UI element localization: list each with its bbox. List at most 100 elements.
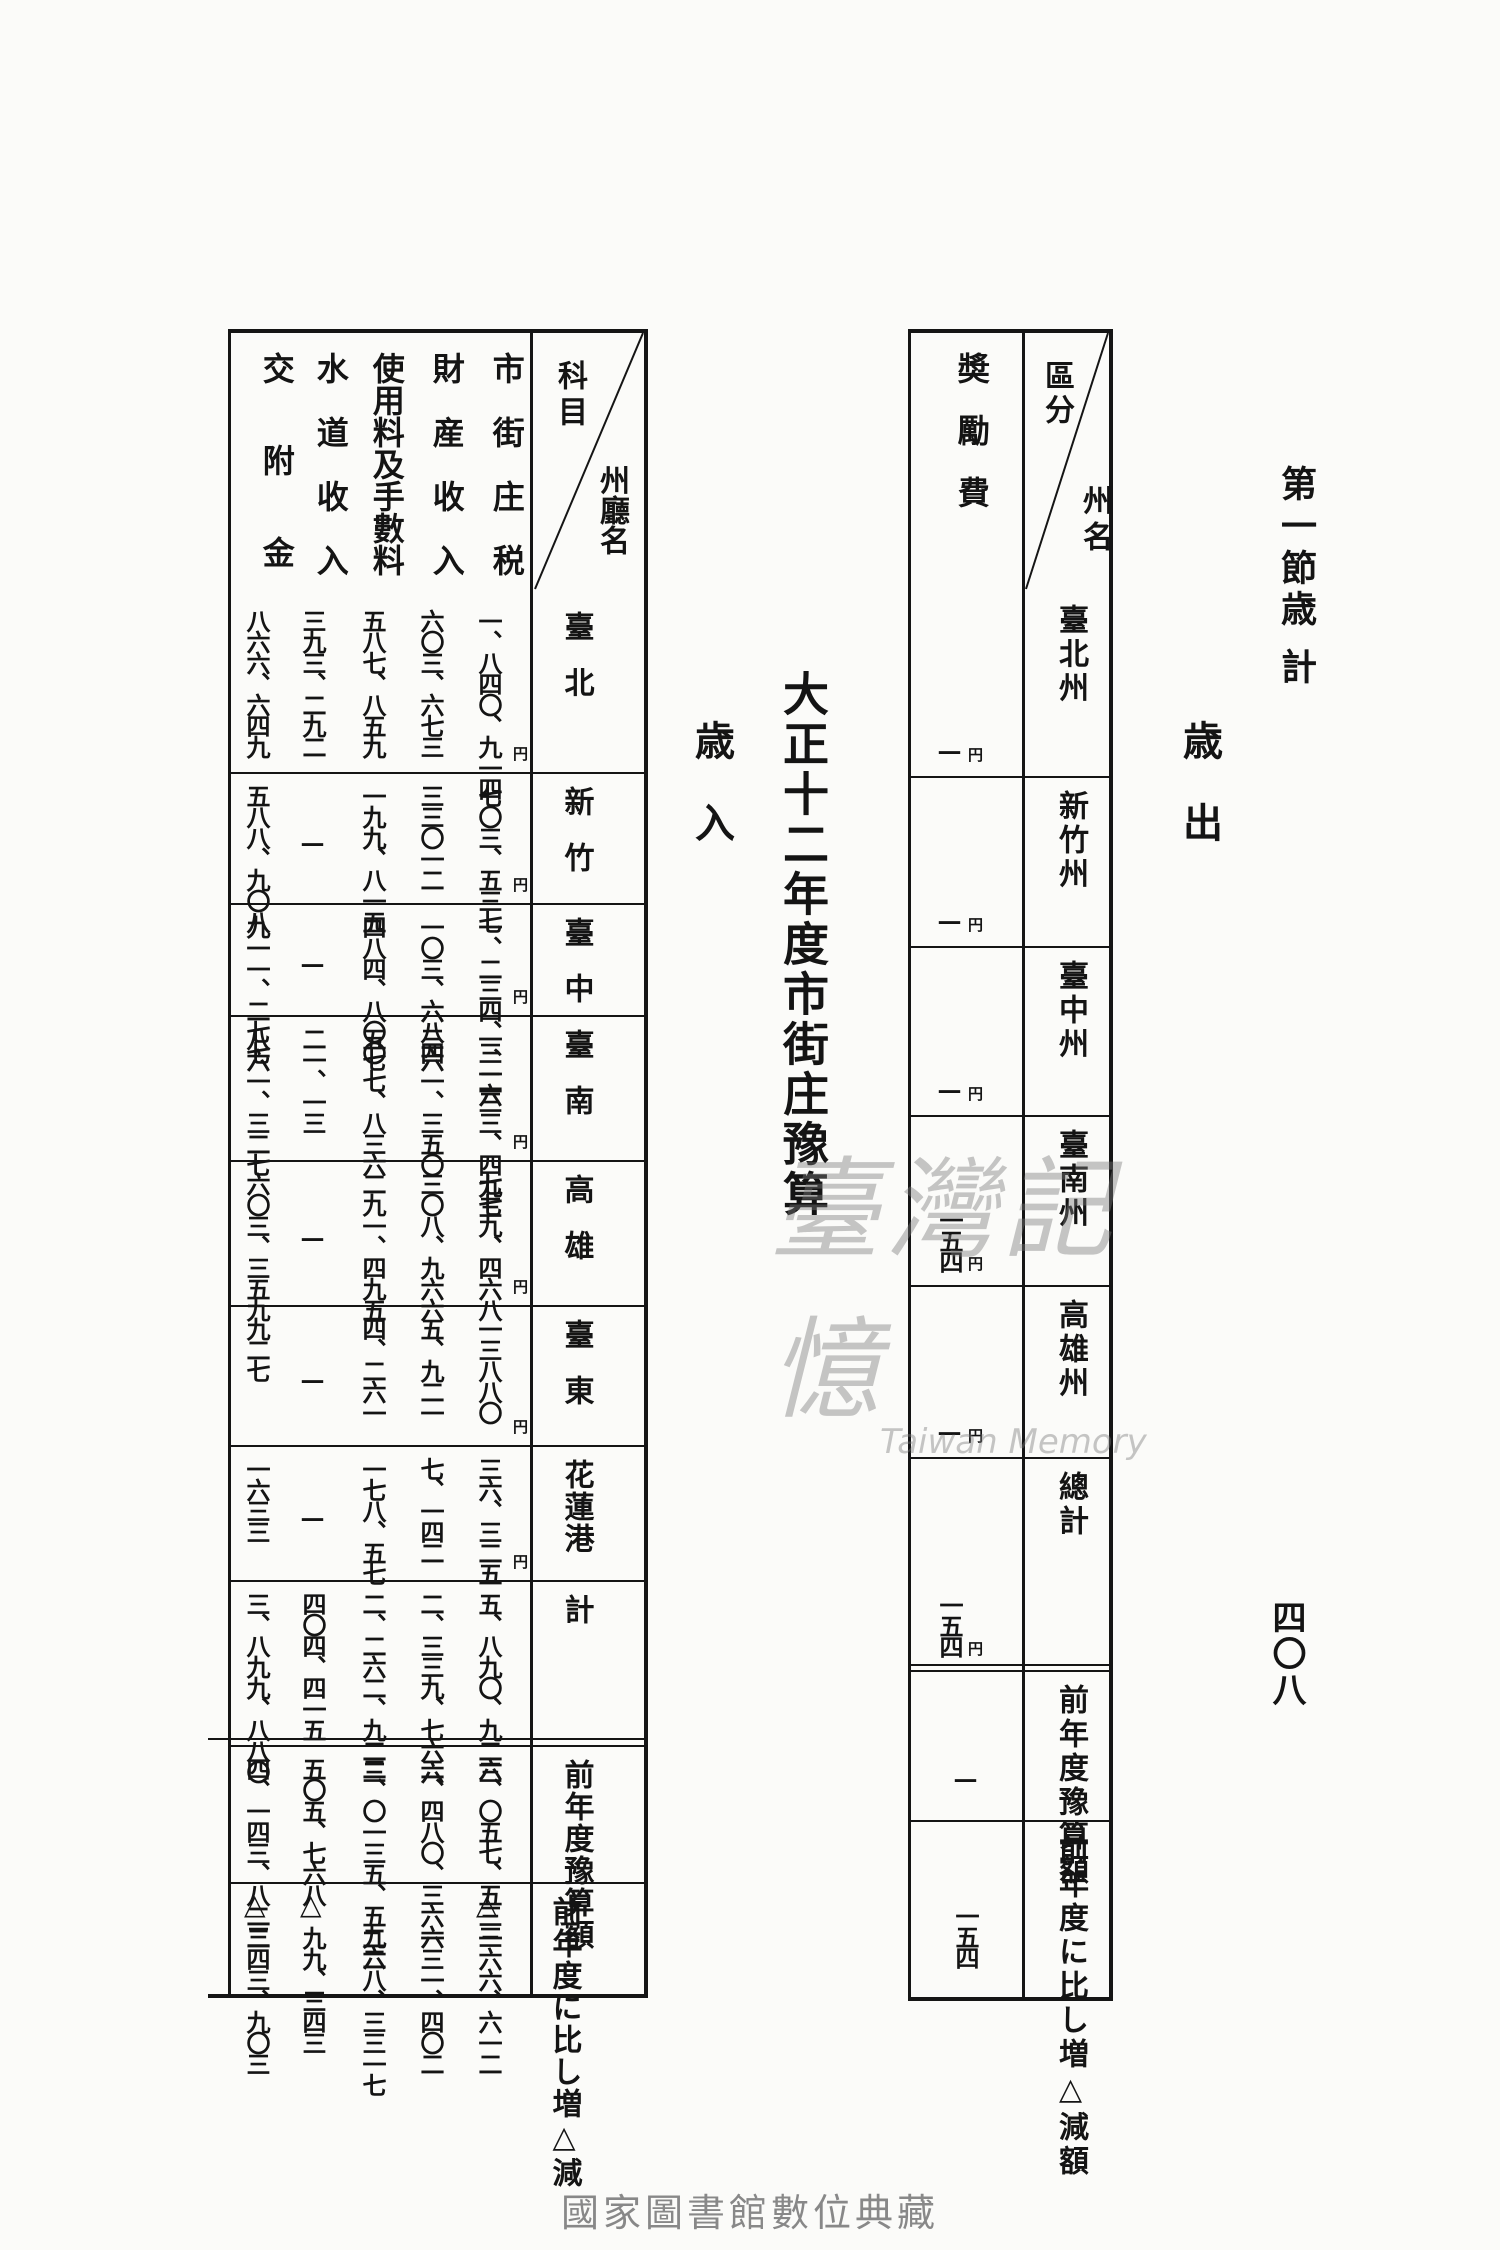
revenue-unit: 円 — [511, 1419, 529, 1434]
expenditure-value-wrap: —円 — [935, 736, 986, 762]
revenue-value: 三、八九九、八八〇 — [242, 1592, 271, 1781]
revenue-value: 一七八、五七 — [358, 1457, 387, 1583]
revenue-value: 四八四、八〇〇 — [358, 915, 387, 1062]
revenue-value: 一六六、六一二 — [474, 1926, 503, 2073]
revenue-value: 五〇五、七六八 — [298, 1757, 327, 1904]
revenue-value: 七七九、四六八 — [474, 1172, 503, 1319]
revenue-column-separator — [228, 1882, 648, 1884]
revenue-value: 七、一四二 — [416, 1457, 445, 1562]
expenditure-double-line — [908, 1664, 1113, 1666]
revenue-row-label: 水道收入 — [311, 352, 350, 608]
revenue-unit: 円 — [511, 1279, 529, 1294]
expenditure-value-wrap: 一五四円 — [935, 1593, 986, 1656]
revenue-value: 四〇四、四一五 — [298, 1592, 327, 1739]
revenue-value: 二二八、三三一七 — [358, 1926, 387, 2094]
expenditure-row-label: 奬勵費 — [952, 352, 991, 538]
expenditure-header-diagonal — [1025, 332, 1109, 590]
expenditure-heading: 歳出 — [1176, 720, 1223, 884]
expenditure-unit: 円 — [966, 1086, 984, 1101]
revenue-row-label: 市街庄税 — [487, 352, 526, 608]
expenditure-column-header: 總計 — [1053, 1471, 1088, 1539]
revenue-header-region: 州廳名 — [594, 465, 629, 555]
revenue-column-separator — [228, 1015, 648, 1017]
revenue-value: — — [298, 1365, 327, 1391]
revenue-column-separator — [228, 1580, 648, 1582]
revenue-unit: 円 — [511, 1554, 529, 1569]
revenue-column-separator — [228, 1745, 648, 1747]
expenditure-value: — — [935, 906, 964, 932]
running-head-title: 歳計 — [1275, 590, 1317, 706]
revenue-unit: 円 — [511, 1134, 529, 1149]
revenue-value: 二九一、四九五 — [358, 1172, 387, 1319]
expenditure-cell: —円 — [915, 1285, 1020, 1457]
revenue-unit: 円 — [511, 989, 529, 1004]
revenue-column-header: 臺北 — [558, 611, 594, 723]
revenue-value: — — [298, 1222, 327, 1249]
expenditure-cell: —円 — [915, 590, 1020, 776]
expenditure-value: — — [935, 1075, 964, 1101]
revenue-value: 一〇三、六八四 — [416, 915, 445, 1062]
revenue-column-header: 新竹 — [558, 786, 594, 898]
expenditure-value-wrap: — — [951, 1764, 980, 1790]
revenue-value: 二、三三九、七六六 — [416, 1592, 445, 1781]
expenditure-column-separator — [908, 1285, 1113, 1287]
expenditure-value: 一五四 — [951, 1904, 980, 1967]
revenue-value: 九九、三四三 — [298, 1926, 327, 2052]
main-title: 大正十二年度市街庄豫算 — [776, 670, 830, 1220]
revenue-unit: 円 — [511, 877, 529, 892]
revenue-decrease-mark: △ — [476, 1888, 498, 1921]
expenditure-column-header: 新竹州 — [1053, 790, 1088, 892]
expenditure-cell: — — [915, 1670, 1020, 1820]
expenditure-column-separator — [908, 1115, 1113, 1117]
expenditure-header-category: 區分 — [1039, 360, 1074, 428]
revenue-value: 四、一四三、八二三 — [242, 1757, 271, 1946]
expenditure-cell: 一五四円 — [915, 1115, 1020, 1285]
revenue-value: 二、二六二、九二三 — [358, 1592, 387, 1781]
revenue-decrease-mark: △ — [300, 1888, 322, 1921]
revenue-value: 二一、一三 — [298, 1027, 327, 1132]
revenue-value: 三三〇一二 — [416, 784, 445, 889]
expenditure-cell: 一五四円 — [915, 1457, 1020, 1670]
expenditure-unit: 円 — [966, 1641, 984, 1656]
revenue-value: 三六一、三五〇 — [416, 1027, 445, 1174]
expenditure-column-header: 臺中州 — [1053, 960, 1088, 1062]
revenue-value: 四、二六一 — [358, 1317, 387, 1422]
revenue-column-separator — [228, 772, 648, 774]
expenditure-column-header: 前年度豫算額 — [1053, 1684, 1088, 1888]
expenditure-value: — — [935, 1417, 964, 1443]
revenue-value: 二、〇一三五、五九六 — [358, 1757, 387, 1967]
expenditure-value-wrap: —円 — [935, 1417, 986, 1443]
revenue-column-header: 計 — [558, 1594, 594, 1650]
revenue-value: 二四三、九〇三 — [242, 1926, 271, 2073]
revenue-value: 一九九、八一五 — [358, 784, 387, 931]
revenue-value: 二、四八〇、三六六 — [416, 1757, 445, 1946]
expenditure-value: — — [951, 1764, 980, 1790]
revenue-row-label: 使用料及手數料 — [367, 352, 406, 576]
revenue-value: 八六六、六四九 — [242, 609, 271, 756]
expenditure-unit: 円 — [966, 747, 984, 762]
revenue-value: 三九三、二九二 — [298, 609, 327, 756]
revenue-header-category: 科目 — [552, 360, 587, 432]
revenue-value: — — [298, 949, 327, 975]
revenue-value: 一、二三四、三一六 — [474, 915, 503, 1104]
expenditure-cell: —円 — [915, 946, 1020, 1115]
expenditure-unit: 円 — [966, 1428, 984, 1443]
revenue-value: 六、〇五七、五三三 — [474, 1757, 503, 1946]
revenue-column-header: 高雄 — [558, 1174, 594, 1286]
expenditure-column-header: 臺北州 — [1053, 604, 1088, 706]
footer-archive: 國家圖書館數位典藏 — [560, 2191, 939, 2235]
revenue-value: 一三八八〇 — [474, 1317, 503, 1422]
revenue-value: 八六一、三二七 — [242, 1027, 271, 1174]
revenue-column-header: 前年度に比し増△減 — [546, 1896, 582, 2189]
revenue-header-diagonal — [534, 332, 644, 590]
revenue-value: 五、八九〇、九二三 — [474, 1592, 503, 1781]
revenue-value: 一、八四〇、九一四 — [474, 609, 503, 798]
revenue-value: 七〇三、五三七 — [474, 784, 503, 931]
revenue-column-separator — [228, 1305, 648, 1307]
revenue-value: 九一一、二七七 — [242, 915, 271, 1062]
expenditure-unit: 円 — [966, 917, 984, 932]
expenditure-cell: —円 — [915, 776, 1020, 946]
revenue-row-label: 財産收入 — [427, 352, 466, 608]
revenue-value: 五八七、八五九 — [358, 609, 387, 756]
revenue-column-header: 臺南 — [558, 1029, 594, 1141]
